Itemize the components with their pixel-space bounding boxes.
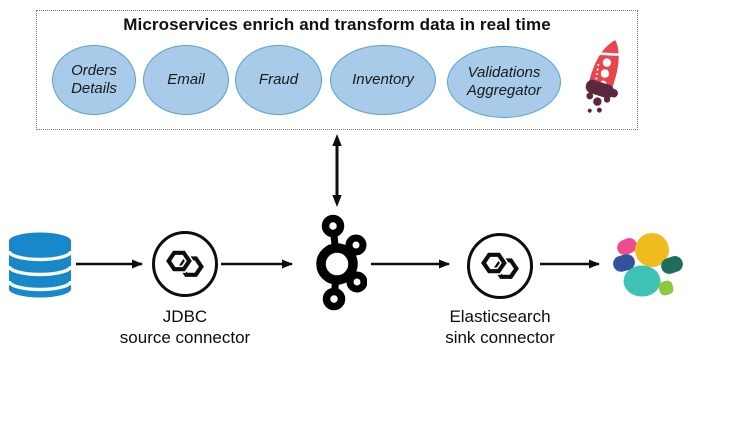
jdbc-source-connector-node xyxy=(152,231,218,297)
service-label: Validations Aggregator xyxy=(466,64,542,99)
service-label: Inventory xyxy=(352,71,414,88)
service-label: Fraud xyxy=(258,71,299,88)
jdbc-label-line2: source connector xyxy=(119,328,251,347)
kafka-connect-icon xyxy=(481,252,519,279)
kafka-connect-icon xyxy=(166,250,204,277)
es-label-line2: sink connector xyxy=(445,328,555,347)
es-label-line1: Elasticsearch xyxy=(449,307,551,326)
service-ellipse-fraud: Fraud xyxy=(235,45,322,115)
microservices-title: Microservices enrich and transform data … xyxy=(123,15,551,34)
rocket-side-marks xyxy=(595,63,600,80)
service-ellipse-inventory: Inventory xyxy=(330,45,436,115)
elasticsearch-connector-label: Elasticsearch sink connector xyxy=(417,306,583,348)
jdbc-connector-label: JDBC source connector xyxy=(102,306,268,348)
service-label: Orders Details xyxy=(71,62,117,97)
service-ellipse-validations-aggregator: Validations Aggregator xyxy=(447,46,561,118)
service-ellipse-orders-details: Orders Details xyxy=(52,45,136,115)
arrow-kafka-microservices-bidirectional xyxy=(332,134,342,207)
service-label: Email xyxy=(167,71,205,88)
service-ellipse-email: Email xyxy=(143,45,229,115)
elasticsearch-sink-connector-node xyxy=(467,233,533,299)
kafka-icon xyxy=(316,214,367,311)
rocket-flames xyxy=(585,79,618,113)
database-icon xyxy=(8,232,72,298)
elasticsearch-logo xyxy=(613,233,683,297)
jdbc-label-line1: JDBC xyxy=(162,307,208,326)
rocket-icon xyxy=(585,40,624,113)
